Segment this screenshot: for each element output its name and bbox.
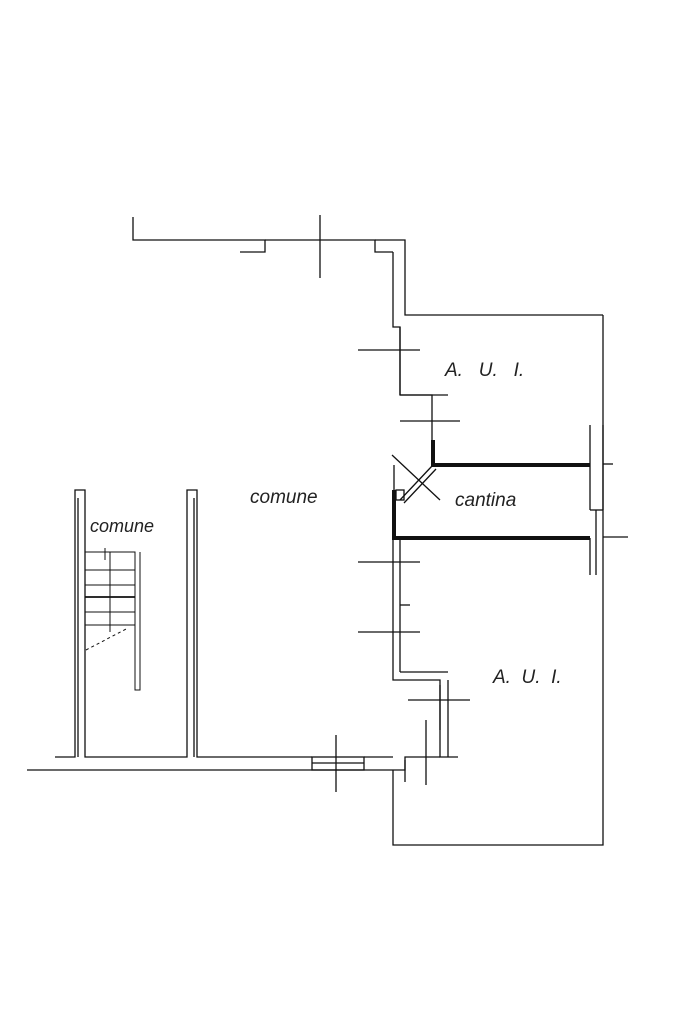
- staircase: [85, 548, 141, 691]
- cantina-walls: [392, 440, 590, 540]
- bottom-wall: [27, 489, 393, 792]
- label-aui-bottom: A. U. I.: [493, 667, 562, 688]
- label-cantina: cantina: [455, 490, 517, 511]
- top-wall: [132, 215, 603, 316]
- cantina-details: [391, 425, 628, 575]
- label-aui-top: A. U. I.: [445, 360, 525, 381]
- label-comune-stair: comune: [90, 516, 155, 536]
- label-comune-main: comune: [250, 487, 318, 508]
- inner-wall: [358, 252, 470, 785]
- aui-outline: [392, 315, 604, 846]
